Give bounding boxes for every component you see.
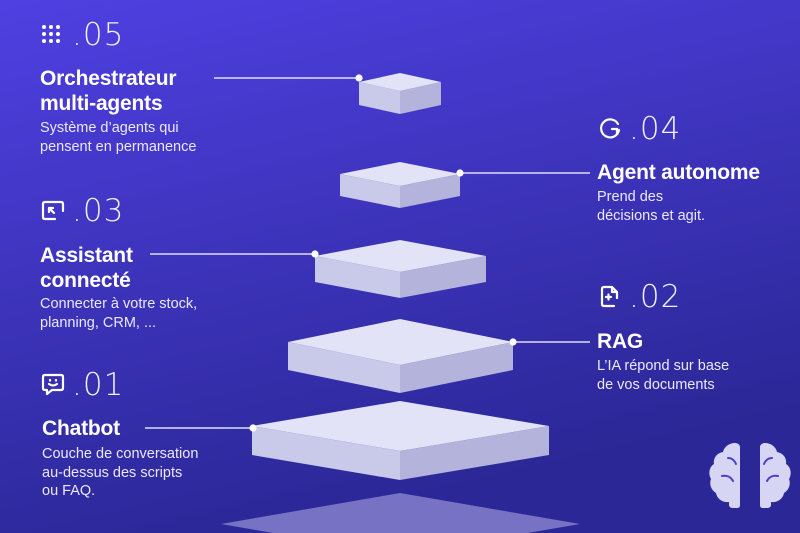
platform-03	[315, 240, 486, 298]
pyramid	[221, 73, 580, 533]
step-04-description: Prend des décisions et agit.	[597, 188, 705, 225]
dot-grid-icon	[42, 25, 60, 43]
step-01-header: .01	[40, 368, 124, 402]
step-05-header: .05	[40, 18, 124, 52]
step-03-title-line: Assistant	[40, 244, 133, 267]
step-02-desc-line: de vos documents	[597, 376, 715, 393]
platform-04	[340, 162, 460, 208]
connectors	[145, 74, 590, 432]
step-01-title-line: Chatbot	[42, 417, 120, 440]
step-03-title-line: connecté	[40, 269, 131, 292]
screen-connect-icon	[41, 200, 65, 221]
step-03-header: .03	[40, 194, 124, 228]
step-03-title: Assistant connecté	[40, 243, 133, 293]
refresh-cycle-icon	[600, 118, 621, 139]
platform-01	[252, 401, 549, 480]
step-05-desc-line: pensent en permanence	[40, 138, 197, 155]
step-03-desc-line: planning, CRM, ...	[40, 314, 157, 331]
step-01-number: .01	[72, 367, 125, 403]
brain-icon	[709, 443, 791, 508]
step-05-desc-line: Système d’agents qui	[40, 120, 179, 136]
platform-02	[288, 319, 513, 393]
pyramid-base	[221, 493, 580, 533]
step-03-description: Connecter à votre stock, planning, CRM, …	[40, 295, 197, 332]
step-04-desc-line: décisions et agit.	[597, 207, 706, 224]
step-05-title-line: Orchestrateur	[40, 67, 177, 90]
step-05-title: Orchestrateur multi-agents	[40, 66, 176, 116]
step-02-title: RAG	[597, 329, 643, 354]
step-05-description: Système d’agents qui pensent en permanen…	[40, 119, 196, 156]
step-01-desc-line: ou FAQ.	[42, 483, 96, 499]
step-05-title-line: multi-agents	[40, 92, 163, 115]
step-04-title: Agent autonome	[597, 160, 760, 185]
step-02-desc-line: L’IA répond sur base	[597, 358, 730, 374]
step-04-desc-line: Prend des	[597, 189, 664, 205]
step-02-number: .02	[629, 279, 682, 315]
platform-05	[359, 73, 441, 114]
step-02-header: .02	[597, 280, 681, 314]
step-05-number: .05	[72, 17, 125, 53]
step-03-desc-line: Connecter à votre stock,	[40, 296, 198, 312]
step-01-title: Chatbot	[42, 416, 120, 441]
step-03-number: .03	[72, 193, 125, 229]
step-04-title-line: Agent autonome	[597, 161, 760, 184]
step-02-title-line: RAG	[597, 330, 644, 353]
document-icon	[600, 285, 619, 308]
chat-smile-icon	[41, 373, 65, 396]
step-01-desc-line: Couche de conversation	[42, 446, 199, 462]
step-01-description: Couche de conversation au-dessus des scr…	[42, 445, 198, 501]
step-04-number: .04	[629, 111, 682, 147]
step-04-header: .04	[597, 112, 681, 146]
step-01-desc-line: au-dessus des scripts	[42, 464, 183, 481]
step-02-description: L’IA répond sur base de vos documents	[597, 357, 729, 394]
